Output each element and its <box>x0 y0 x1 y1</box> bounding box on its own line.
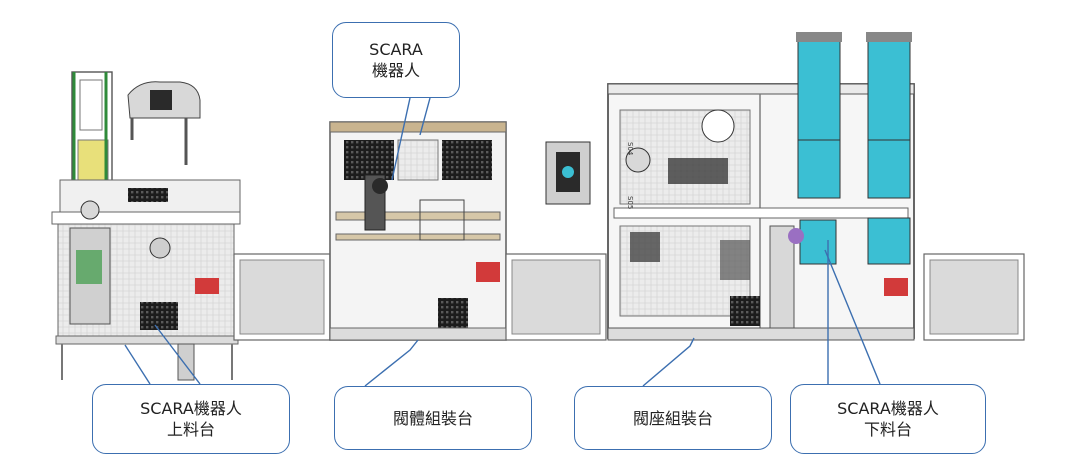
callout-seat-assembly-label: 閥座組裝台 <box>632 408 713 428</box>
leader-unloading-2 <box>824 249 881 385</box>
callout-loading-line1: SCARA機器人 <box>140 399 242 418</box>
leader-seat-assembly <box>642 337 695 387</box>
station-label-s04: S04 <box>626 142 634 156</box>
callout-seat-assembly: 閥座組裝台 <box>574 386 772 450</box>
seat-assembly-station: S04 S05 <box>607 32 915 341</box>
callout-scara-robot-line2: 機器人 <box>371 61 420 80</box>
callout-leaders <box>124 97 881 387</box>
callout-body-assembly-label: 閥體組裝台 <box>392 408 473 428</box>
body-assembly-station <box>329 121 507 341</box>
loading-station <box>51 71 241 381</box>
leader-scara-robot-2 <box>419 97 431 136</box>
leader-scara-robot <box>391 97 411 181</box>
callout-unloading-line2: 下料台 <box>863 420 912 439</box>
callout-scara-robot: SCARA 機器人 <box>332 22 460 98</box>
callout-unloading-station: SCARA機器人 下料台 <box>790 384 986 454</box>
callout-unloading-line1: SCARA機器人 <box>837 399 939 418</box>
leader-loading-2 <box>154 324 201 385</box>
control-box <box>545 141 591 205</box>
conveyor-connector-3 <box>923 253 1025 341</box>
conveyor-connector-1 <box>233 253 331 341</box>
callout-body-assembly: 閥體組裝台 <box>334 386 532 450</box>
leader-loading <box>124 344 151 385</box>
station-label-s05: S05 <box>626 196 634 209</box>
callout-scara-robot-line1: SCARA <box>369 40 423 59</box>
callout-loading-station: SCARA機器人 上料台 <box>92 384 290 454</box>
leader-body-assembly <box>364 339 419 387</box>
callout-loading-line2: 上料台 <box>166 420 215 439</box>
conveyor-connector-2 <box>505 253 607 341</box>
